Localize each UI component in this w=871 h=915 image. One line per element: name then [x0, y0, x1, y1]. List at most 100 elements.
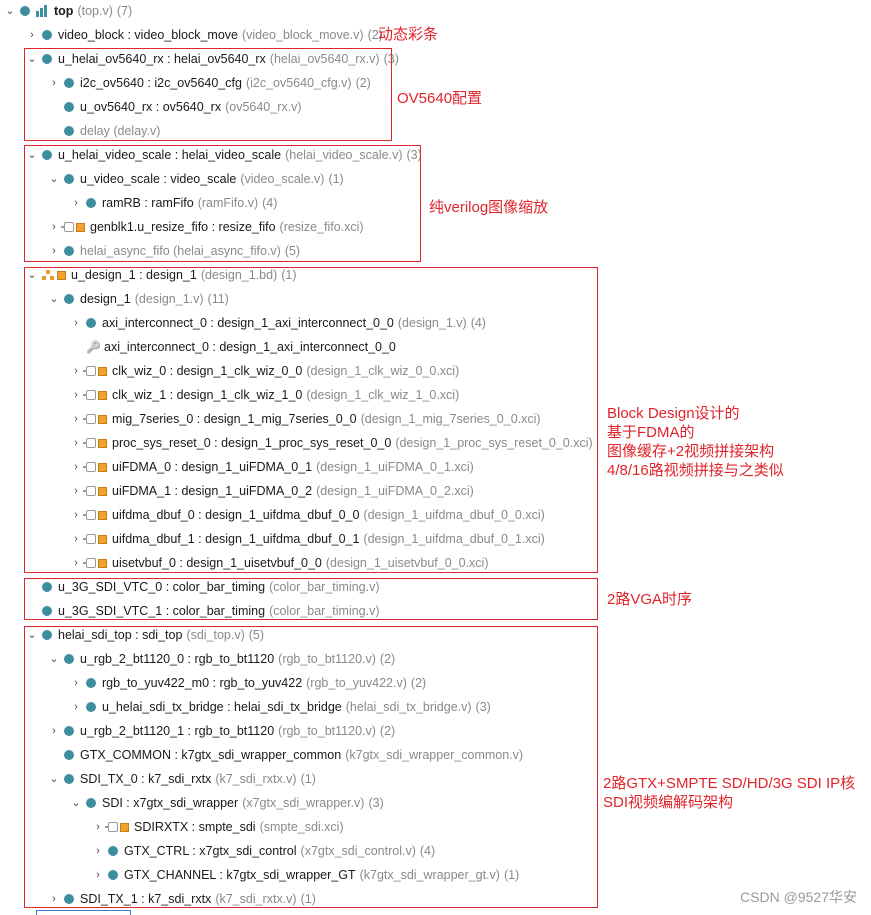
tree-row-name: clk_wiz_0 : design_1_clk_wiz_0_0 [112, 364, 303, 378]
tree-row-name: u_3G_SDI_VTC_1 : color_bar_timing [58, 604, 266, 618]
annotation-sdi-line1: 2路GTX+SMPTE SD/HD/3G SDI IP核 [603, 775, 856, 792]
tree-row[interactable]: ›axi_interconnect_0 : design_1_axi_inter… [70, 311, 486, 335]
chevron-right-icon[interactable]: › [74, 365, 78, 377]
module-icon [64, 750, 74, 760]
tree-row-source: (x7gtx_sdi_control.v) [300, 844, 416, 858]
tree-row[interactable]: ›uifdma_dbuf_0 : design_1_uifdma_dbuf_0_… [70, 503, 549, 527]
tree-row-name: genblk1.u_resize_fifo : resize_fifo [90, 220, 276, 234]
tree-row[interactable]: ⌄helai_sdi_top : sdi_top(sdi_top.v)(5) [26, 623, 264, 647]
module-icon [42, 54, 52, 64]
tree-row-name: u_helai_sdi_tx_bridge : helai_sdi_tx_bri… [102, 700, 342, 714]
tree-row[interactable]: 🔑axi_interconnect_0 : design_1_axi_inter… [70, 335, 404, 359]
chevron-down-icon[interactable]: ⌄ [49, 653, 59, 665]
chevron-right-icon[interactable]: › [74, 509, 78, 521]
tree-row[interactable]: ›i2c_ov5640 : i2c_ov5640_cfg(i2c_ov5640_… [48, 71, 371, 95]
tree-row[interactable]: ›u_rgb_2_bt1120_1 : rgb_to_bt1120(rgb_to… [48, 719, 395, 743]
chevron-right-icon[interactable]: › [96, 821, 100, 833]
chevron-right-icon[interactable]: › [74, 413, 78, 425]
tree-row-count: (4) [419, 844, 436, 858]
tree-row[interactable]: ›genblk1.u_resize_fifo : resize_fifo(res… [48, 215, 368, 239]
tree-row-source: (design_1_uiFDMA_0_1.xci) [316, 460, 474, 474]
tree-row-source: (rgb_to_bt1120.v) [278, 652, 376, 666]
tree-row[interactable]: ›clk_wiz_0 : design_1_clk_wiz_0_0(design… [70, 359, 463, 383]
tree-row-name: GTX_CHANNEL : k7gtx_sdi_wrapper_GT [124, 868, 356, 882]
tree-row[interactable]: u_3G_SDI_VTC_1 : color_bar_timing(color_… [26, 599, 384, 623]
tree-row[interactable]: ›proc_sys_reset_0 : design_1_proc_sys_re… [70, 431, 597, 455]
tree-row[interactable]: ⌄u_video_scale : video_scale(video_scale… [48, 167, 343, 191]
tree-row[interactable]: ›SDI_TX_1 : k7_sdi_rxtx(k7_sdi_rxtx.v)(1… [48, 887, 316, 911]
tree-row-count: (1) [300, 892, 316, 906]
chevron-right-icon[interactable]: › [74, 461, 78, 473]
tree-row[interactable]: ›clk_wiz_1 : design_1_clk_wiz_1_0(design… [70, 383, 463, 407]
tree-row[interactable]: ›video_block : video_block_move(video_bl… [26, 23, 383, 47]
chevron-right-icon[interactable]: › [52, 77, 56, 89]
tree-row-count: (5) [284, 244, 301, 258]
tree-row[interactable]: ⌄u_helai_ov5640_rx : helai_ov5640_rx(hel… [26, 47, 398, 71]
tree-row[interactable]: ›uiFDMA_0 : design_1_uiFDMA_0_1(design_1… [70, 455, 478, 479]
tree-row-name: design_1 [80, 292, 131, 306]
tree-row[interactable]: ›SDIRXTX : smpte_sdi(smpte_sdi.xci) [92, 815, 348, 839]
tree-row[interactable]: › u_helai_sdi_tx_bridge : helai_sdi_tx_br… [70, 695, 491, 719]
tree-row-count: (1) [300, 772, 316, 786]
chevron-right-icon[interactable]: › [52, 725, 56, 737]
chevron-right-icon[interactable]: › [74, 317, 78, 329]
chevron-right-icon[interactable]: › [52, 893, 56, 905]
chevron-right-icon[interactable]: › [74, 437, 78, 449]
tree-row[interactable]: ›uisetvbuf_0 : design_1_uisetvbuf_0_0(de… [70, 551, 493, 575]
tree-row[interactable]: ›rgb_to_yuv422_m0 : rgb_to_yuv422(rgb_to… [70, 671, 426, 695]
tree-row-source: (design_1.bd) [200, 268, 278, 282]
annotation-dynamic-colorbar: 动态彩条 [378, 26, 439, 43]
highlight-box-vga [24, 578, 598, 620]
tree-row[interactable]: ⌄u_rgb_2_bt1120_0 : rgb_to_bt1120(rgb_to… [48, 647, 395, 671]
chevron-right-icon[interactable]: › [74, 701, 78, 713]
horizontal-scrollbar[interactable] [36, 910, 131, 915]
tree-row[interactable]: ⌄SDI : x7gtx_sdi_wrapper(x7gtx_sdi_wrapp… [70, 791, 383, 815]
tree-row-top[interactable]: ⌄ top (top.v) (7) [4, 0, 132, 23]
chevron-down-icon[interactable]: ⌄ [49, 773, 59, 785]
tree-row[interactable]: › uifdma_dbuf_1 : design_1_uifdma_dbuf_0_… [70, 527, 549, 551]
chevron-right-icon[interactable]: › [30, 29, 34, 41]
tree-row[interactable]: ⌄u_helai_video_scale : helai_video_scale… [26, 143, 421, 167]
chevron-right-icon[interactable]: › [96, 869, 100, 881]
chevron-down-icon[interactable]: ⌄ [49, 293, 59, 305]
chevron-right-icon[interactable]: › [52, 245, 56, 257]
annotation-vga: 2路VGA时序 [607, 591, 693, 608]
chevron-right-icon[interactable]: › [74, 677, 78, 689]
chevron-down-icon[interactable]: ⌄ [27, 149, 37, 161]
tree-row-count: (7) [116, 4, 133, 18]
tree-row[interactable]: ⌄SDI_TX_0 : k7_sdi_rxtx(k7_sdi_rxtx.v)(1… [48, 767, 316, 791]
chevron-right-icon[interactable]: › [74, 533, 78, 545]
chevron-down-icon[interactable]: ⌄ [27, 269, 37, 281]
tree-row[interactable]: ›GTX_CHANNEL : k7gtx_sdi_wrapper_GT(k7gt… [92, 863, 519, 887]
chevron-right-icon[interactable]: › [74, 557, 78, 569]
chevron-down-icon[interactable]: ⌄ [5, 5, 15, 17]
ip-core-icon [83, 366, 107, 376]
chevron-down-icon[interactable]: ⌄ [27, 629, 37, 641]
tree-row-source: (design_1_uiFDMA_0_2.xci) [316, 484, 474, 498]
tree-row[interactable]: ›ramRB : ramFifo(ramFifo.v)(4) [70, 191, 277, 215]
chevron-right-icon[interactable]: › [52, 221, 56, 233]
tree-row[interactable]: ›GTX_CTRL : x7gtx_sdi_control(x7gtx_sdi_… [92, 839, 435, 863]
tree-row[interactable]: ⌄u_design_1 : design_1(design_1.bd)(1) [26, 263, 296, 287]
chevron-down-icon[interactable]: ⌄ [71, 797, 81, 809]
tree-row[interactable]: GTX_COMMON : k7gtx_sdi_wrapper_common(k7… [48, 743, 527, 767]
chevron-right-icon[interactable]: › [74, 197, 78, 209]
tree-row[interactable]: u_ov5640_rx : ov5640_rx(ov5640_rx.v) [48, 95, 306, 119]
tree-row[interactable]: ›uiFDMA_1 : design_1_uiFDMA_0_2(design_1… [70, 479, 478, 503]
chevron-down-icon[interactable]: ⌄ [49, 173, 59, 185]
ip-core-icon [83, 414, 107, 424]
tree-row[interactable]: ›mig_7series_0 : design_1_mig_7series_0_… [70, 407, 545, 431]
module-icon [42, 150, 52, 160]
tree-row[interactable]: u_3G_SDI_VTC_0 : color_bar_timing(color_… [26, 575, 384, 599]
tree-row[interactable]: ⌄design_1(design_1.v)(11) [48, 287, 228, 311]
tree-row-source: (rgb_to_yuv422.v) [306, 676, 407, 690]
module-icon [42, 606, 52, 616]
tree-row-source: (color_bar_timing.v) [269, 580, 380, 594]
chevron-right-icon[interactable]: › [74, 389, 78, 401]
tree-row[interactable]: delay (delay.v) [48, 119, 164, 143]
chevron-down-icon[interactable]: ⌄ [27, 53, 37, 65]
chevron-right-icon[interactable]: › [96, 845, 100, 857]
tree-row[interactable]: ›helai_async_fifo (helai_async_fifo.v)(5… [48, 239, 300, 263]
chevron-right-icon[interactable]: › [74, 485, 78, 497]
tree-row-name: uifdma_dbuf_1 : design_1_uifdma_dbuf_0_1 [112, 532, 360, 546]
